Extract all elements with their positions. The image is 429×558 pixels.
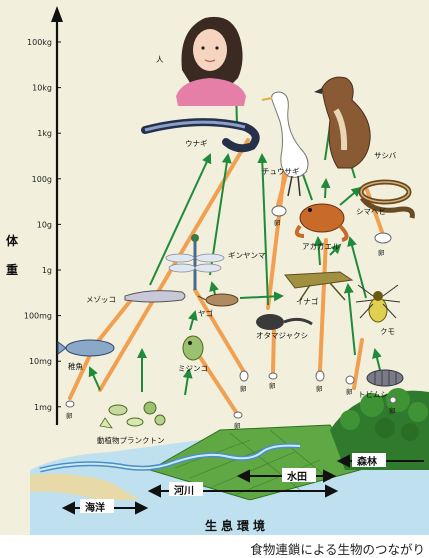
hawk-illustration	[314, 77, 370, 168]
y-axis	[51, 6, 63, 425]
spider-illustration	[356, 285, 400, 322]
y-tick-label: 1mg	[34, 403, 52, 412]
label-egret: チュウサギ	[262, 167, 300, 176]
egg-label: 卵	[240, 384, 247, 393]
y-tick-label: 10mg	[29, 357, 52, 366]
egg-label: 卵	[378, 248, 385, 257]
egg-daphnia	[234, 412, 242, 418]
habitat-label-forest: 森林	[356, 455, 378, 468]
fry-illustration	[58, 340, 114, 356]
label-hawk: サシバ	[374, 151, 397, 160]
habitat-label-river: 河川	[174, 485, 194, 497]
isopod-illustration	[367, 370, 403, 386]
label-loach: メゾッコ	[86, 295, 116, 304]
y-axis-title-char-1: 体	[6, 233, 19, 248]
loach-illustration	[125, 291, 185, 302]
egg-label: 卵	[66, 411, 73, 420]
y-tick-label: 10kg	[32, 84, 52, 93]
habitat-title: 生息環境	[205, 518, 269, 533]
egg-eel	[66, 401, 74, 407]
label-plankton: 動植物プランクトン	[97, 435, 165, 445]
egg-label: 卵	[389, 406, 396, 415]
food-chain-diagram: 100kg 10kg 1kg 100g 10g 1g 100mg 10mg 1mg 体 重	[0, 0, 429, 535]
y-tick-label: 100kg	[27, 38, 52, 47]
figure-caption: 食物連鎖による生物のつながり	[200, 539, 425, 558]
label-frog: アカガエル	[302, 241, 340, 251]
y-tick-label: 10g	[37, 220, 52, 229]
egg-label: 卵	[346, 387, 353, 396]
label-fry: 稚魚	[68, 361, 83, 371]
label-nymph: ヤゴ	[198, 308, 213, 318]
egg-label: 卵	[234, 421, 241, 430]
label-spider: クモ	[380, 327, 395, 336]
label-tadpole: オタマジャクシ	[256, 331, 308, 340]
tadpole-illustration	[256, 314, 312, 330]
y-tick-label: 100g	[32, 175, 52, 184]
diagram-panel: 100kg 10kg 1kg 100g 10g 1g 100mg 10mg 1mg 体 重	[0, 0, 429, 535]
daphnia-illustration	[183, 336, 203, 360]
egg-isopod	[390, 397, 396, 403]
egg-spider	[346, 376, 354, 384]
y-tick-label: 1g	[42, 266, 52, 275]
egg-egret	[272, 206, 286, 216]
label-daphnia: ミジンコ	[178, 364, 208, 373]
y-tick-label: 1kg	[37, 129, 52, 138]
label-eel: ウナギ	[185, 139, 208, 148]
egg-nymph	[240, 371, 248, 381]
plankton-illustration	[100, 402, 165, 428]
egg-label: 卵	[269, 381, 276, 390]
grasshopper-illustration	[285, 272, 352, 300]
y-tick-label: 100mg	[24, 312, 52, 321]
label-grasshopper: イナゴ	[296, 296, 319, 306]
human-illustration	[176, 17, 246, 106]
egg-snake	[375, 233, 391, 243]
egg-tadpole	[269, 373, 277, 379]
egg-label: 卵	[316, 384, 323, 393]
label-snake: シマヘビ	[356, 207, 386, 216]
egg-frog	[316, 371, 324, 381]
habitat-label-ocean: 海洋	[85, 501, 105, 514]
frog-illustration	[297, 204, 347, 240]
habitat-label-paddy: 水田	[286, 470, 307, 483]
egg-label: 卵	[274, 218, 281, 227]
label-dragonfly: ギンヤンマ	[228, 251, 266, 260]
y-axis-ticks: 100kg 10kg 1kg 100g 10g 1g 100mg 10mg 1mg	[24, 38, 61, 412]
label-human: 人	[156, 55, 164, 64]
egg-labels: 卵 卵 卵 卵 卵 卵 卵 卵 卵	[66, 218, 396, 430]
label-isopod: トビムシ	[358, 390, 388, 399]
y-axis-title-char-2: 重	[6, 262, 18, 277]
